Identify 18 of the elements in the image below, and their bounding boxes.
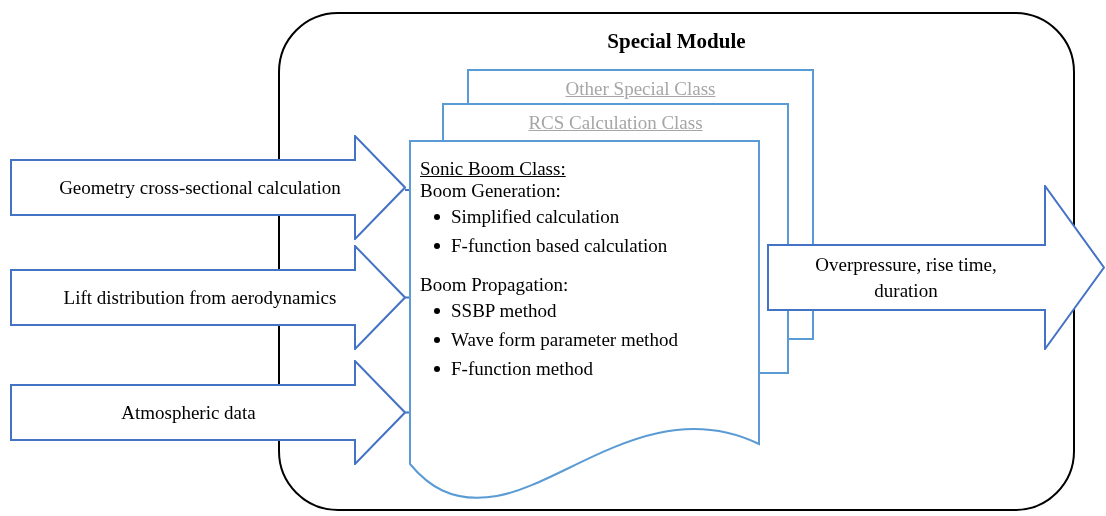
arrow-label: Atmospheric data [121, 400, 256, 425]
class-title: Sonic Boom Class: [420, 158, 566, 179]
connector [404, 189, 410, 191]
section-heading: Boom Propagation: [420, 274, 569, 295]
bullet-text: SSBP method [451, 299, 558, 323]
bullet-text: Wave form parameter method [451, 328, 679, 352]
module-title: Special Module [607, 28, 746, 55]
section-heading: Boom Generation: [420, 180, 561, 201]
bullet-text: Simplified calculation [451, 205, 621, 229]
arrow-label: Geometry cross-sectional calculation [59, 175, 341, 200]
class-title: RCS Calculation Class [528, 111, 703, 135]
bullet-text: F-function method [451, 357, 594, 381]
arrow-label: Lift distribution from aerodynamics [63, 285, 337, 310]
class-title: Other Special Class [565, 77, 716, 101]
bullet-text: F-function based calculation [451, 234, 669, 258]
arrow-label: Overpressure, rise time, duration [814, 252, 998, 303]
connector [404, 296, 410, 299]
connector [404, 411, 410, 414]
